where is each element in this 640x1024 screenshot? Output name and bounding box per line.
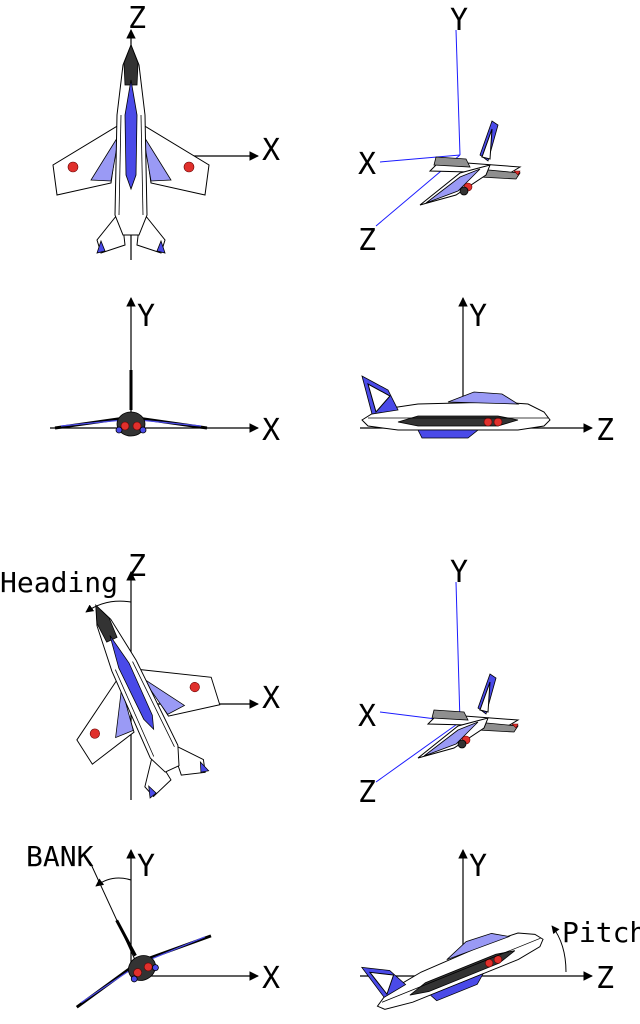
z-axis-label: Z: [128, 1, 146, 36]
airplane-heading-view: [28, 573, 247, 817]
y-axis-label: Y: [137, 849, 155, 884]
x-axis: [379, 154, 461, 163]
front-view-panel: Y X: [50, 297, 280, 448]
pitch-angle-arc: [551, 925, 567, 973]
y-axis-label: Y: [469, 299, 487, 334]
y-axis-label: Y: [469, 849, 487, 884]
z-axis: [375, 721, 461, 783]
z-axis-label: Z: [358, 223, 376, 258]
airplane-front-view: [53, 368, 209, 438]
x-axis-label: X: [262, 413, 280, 448]
heading-caption: Heading: [0, 566, 118, 599]
z-axis-label: Z: [128, 549, 146, 584]
bank-view-panel: Y X BANK: [26, 840, 280, 1016]
z-axis-label: Z: [358, 775, 376, 810]
airplane-iso-view-2: [417, 673, 519, 759]
pitch-caption: Pitch: [562, 916, 640, 949]
z-axis-label: Z: [596, 413, 614, 448]
heading-angle-arc: [85, 600, 132, 613]
side-view-panel: Y Z: [360, 297, 614, 448]
bank-reference-line: [89, 861, 137, 963]
x-axis-label: X: [358, 699, 376, 734]
y-axis: [455, 29, 461, 156]
y-axis-label: Y: [137, 299, 155, 334]
x-axis-label: X: [262, 681, 280, 716]
iso-view-2-panel: Y X Z: [358, 555, 519, 810]
heading-view-panel: Z X Heading: [0, 549, 280, 817]
top-view-panel: Z X: [52, 1, 280, 260]
iso-view-panel: Y X Z: [358, 3, 521, 258]
x-axis-label: X: [358, 147, 376, 182]
airplane-top-view: [52, 44, 210, 254]
airplane-bank-view: [48, 883, 217, 1016]
airplane-pitch-view: [361, 900, 550, 1023]
x-axis-label: X: [262, 133, 280, 168]
airplane-side-view: [361, 375, 551, 439]
z-axis-label: Z: [596, 961, 614, 996]
airplane-iso-view: [419, 120, 521, 206]
pitch-view-panel: Y Z Pitch: [360, 849, 640, 1023]
x-axis-label: X: [262, 961, 280, 996]
bank-angle-arc: [95, 877, 132, 887]
bank-caption: BANK: [26, 840, 94, 873]
y-axis: [455, 581, 461, 723]
y-axis-label: Y: [450, 3, 468, 38]
y-axis-label: Y: [450, 555, 468, 590]
